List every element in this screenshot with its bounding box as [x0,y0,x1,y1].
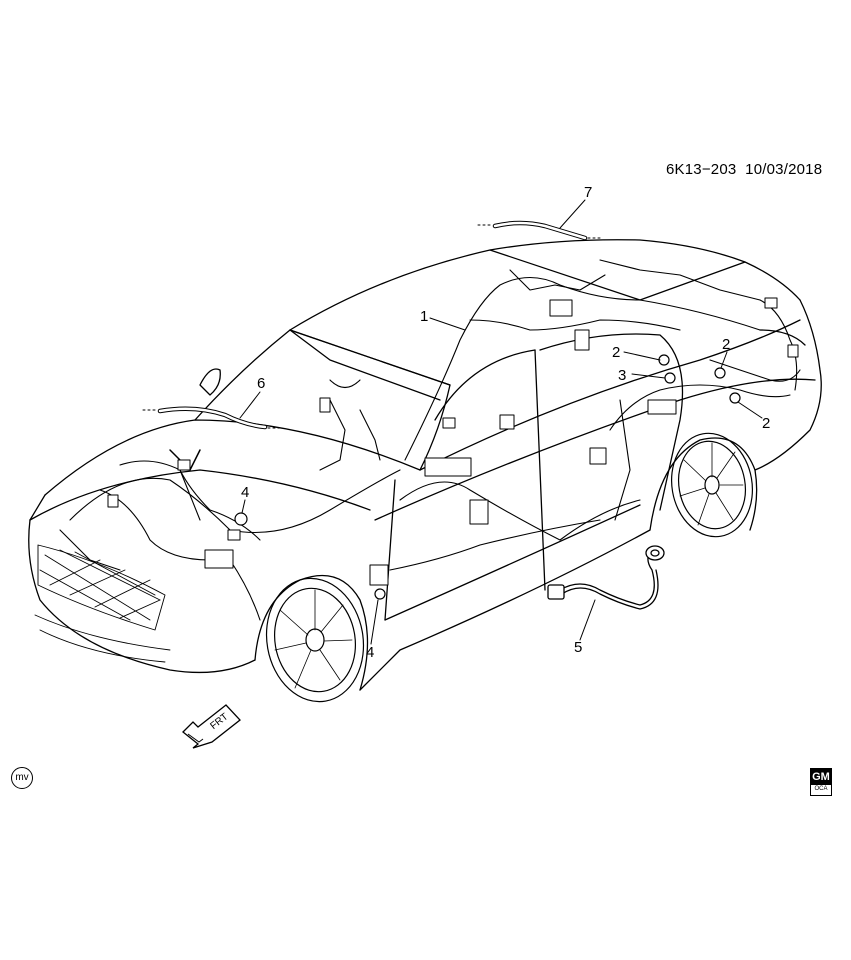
leader-lines [239,199,763,645]
callout-4-front-door: 4 [366,644,374,661]
callout-4-engine-bay: 4 [241,484,249,501]
callout-2-rear-lower: 2 [762,415,770,432]
callout-5: 5 [574,639,582,656]
diagram-code-number: 6K13−203 [666,161,737,178]
wiring-harness [59,259,801,621]
gm-logo-bottom: OCA [814,786,828,792]
rear-wheel [670,432,754,538]
fasteners [234,354,741,600]
front-direction-arrow: FRT [182,704,241,749]
front-wheel [265,577,365,703]
harness-connectors [107,297,799,586]
car-body-outline [28,239,822,691]
mv-mark: mv [11,767,33,789]
front-grille [34,544,171,663]
gm-logo: GM OCA [810,768,832,796]
part-5-sensor-harness [547,545,665,610]
callout-2-roof: 2 [612,344,620,361]
callout-numbers: 1 2 2 2 3 4 4 5 6 7 [241,184,770,661]
part-7-harness-segment [477,220,601,241]
diagram-code: 6K13−203 10/03/2018 [666,161,822,178]
gm-logo-top: GM [811,769,831,785]
callout-1: 1 [420,308,428,325]
callout-3: 3 [618,367,626,384]
callout-2-rear-upper: 2 [722,336,730,353]
diagram-date: 10/03/2018 [745,161,823,178]
part-6-harness-segment [142,406,281,430]
callout-6: 6 [257,375,265,392]
callout-7: 7 [584,184,592,201]
